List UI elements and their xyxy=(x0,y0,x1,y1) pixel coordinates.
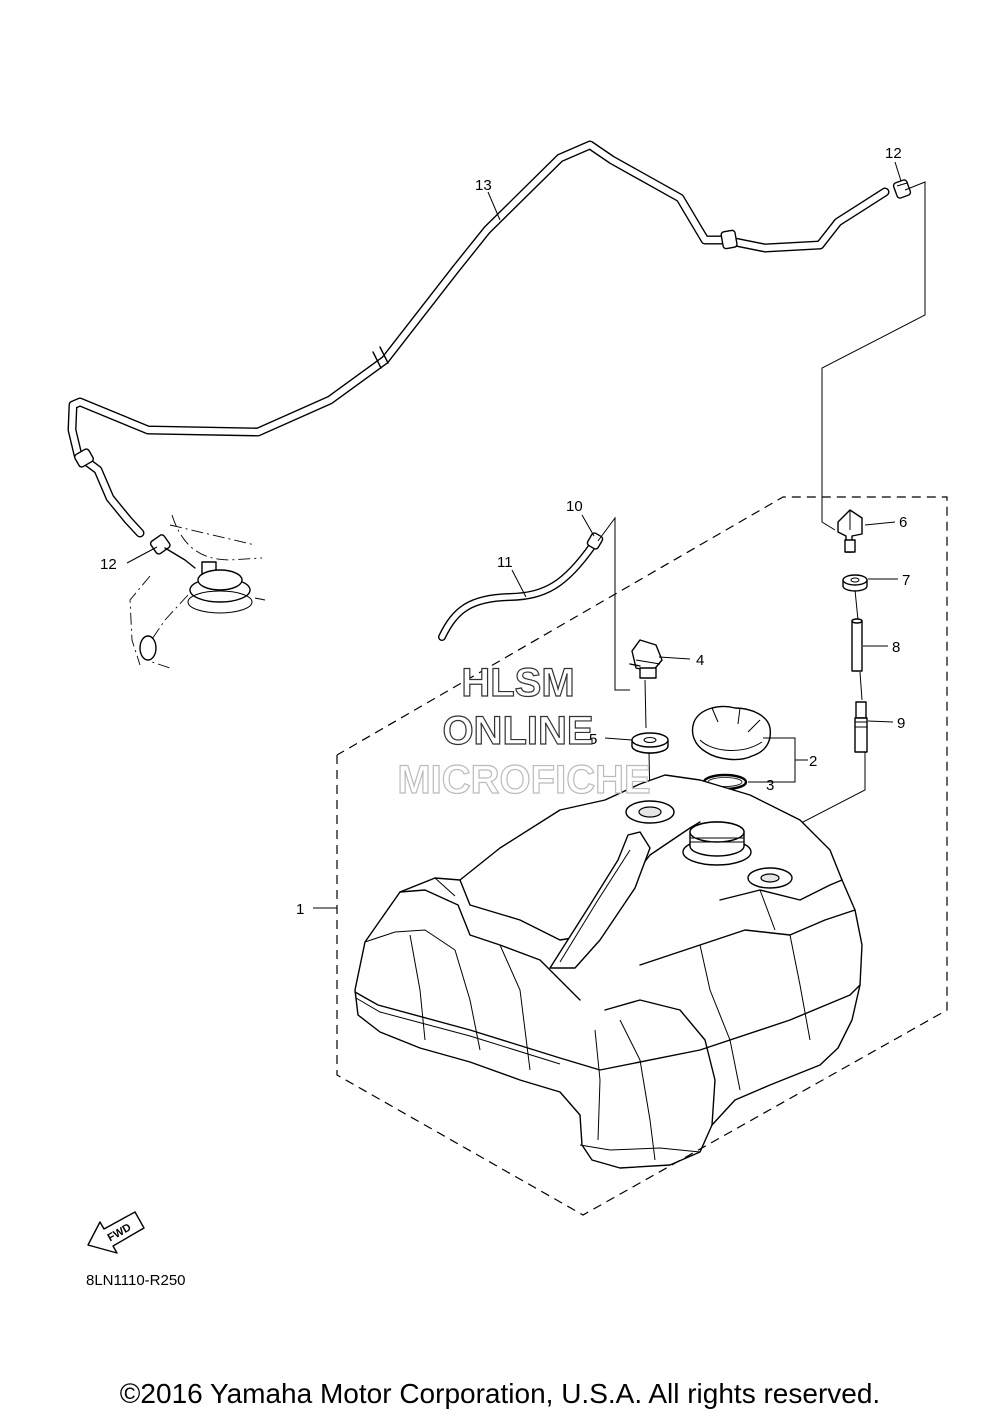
fwd-arrow-icon: FWD xyxy=(87,1211,145,1254)
hose-clamp-12-top xyxy=(892,179,912,199)
hose-clamp-12-left xyxy=(149,534,171,555)
callout-3: 3 xyxy=(766,777,774,794)
part-6-elbow-joint xyxy=(837,509,863,553)
callout-11: 11 xyxy=(497,554,513,571)
part-4-valve xyxy=(629,639,663,679)
hose-11 xyxy=(438,541,597,641)
part-2-fuel-cap xyxy=(691,705,772,761)
callout-12-left: 12 xyxy=(100,556,117,573)
callout-6: 6 xyxy=(899,514,907,531)
callout-10: 10 xyxy=(566,498,583,515)
callout-7: 7 xyxy=(902,572,910,589)
copyright-notice: ©2016 Yamaha Motor Corporation, U.S.A. A… xyxy=(119,1378,881,1409)
part-5-grommet xyxy=(631,732,669,754)
callout-2: 2 xyxy=(809,753,817,770)
callout-4: 4 xyxy=(696,652,704,669)
callout-9: 9 xyxy=(897,715,905,732)
fuel-cock-reference xyxy=(129,514,266,669)
part-1-fuel-tank xyxy=(354,774,863,1169)
watermark-line-1: HLSM xyxy=(461,661,574,705)
hose-clamp-10 xyxy=(586,532,604,550)
callout-12-top: 12 xyxy=(885,145,902,162)
watermark-line-3: MICROFICHE xyxy=(397,758,650,802)
callout-13: 13 xyxy=(475,177,492,194)
callout-5: 5 xyxy=(589,731,597,748)
part-9-pipe xyxy=(854,701,868,753)
part-7-grommet xyxy=(842,574,868,592)
breather-hose-13 xyxy=(67,140,890,538)
callouts: 1 2 3 4 5 6 7 8 9 10 11 12 12 13 xyxy=(100,145,910,918)
callout-8: 8 xyxy=(892,639,900,656)
callout-leaders xyxy=(126,161,902,909)
diagram-code: 8LN1110-R250 xyxy=(86,1272,186,1289)
part-8-pipe xyxy=(851,618,863,672)
watermark-line-2: ONLINE xyxy=(442,709,593,753)
callout-1: 1 xyxy=(296,901,304,918)
watermark: HLSM ONLINE MICROFICHE xyxy=(397,660,652,802)
assembly-boundary xyxy=(336,496,948,1216)
